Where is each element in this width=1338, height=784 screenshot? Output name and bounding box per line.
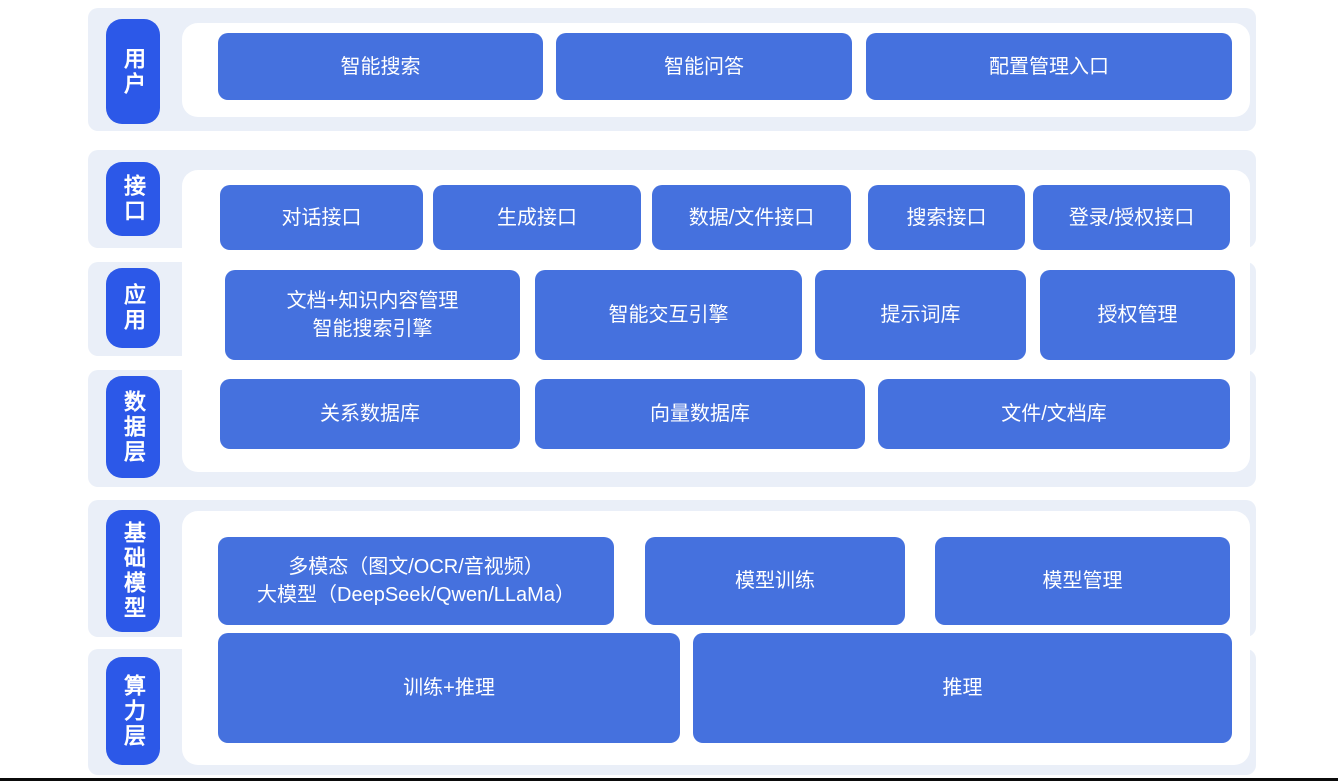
node-model-training: 模型训练 [645,537,905,625]
node-config-management-entry: 配置管理入口 [866,33,1232,100]
bottom-divider-line [0,778,1338,781]
layer-group-bottom: 基础模型 算力层 多模态（图文/OCR/音视频） 大模型（DeepSeek/Qw… [88,500,1256,775]
layer-label-user-text: 用户 [121,46,146,97]
layer-group-middle: 接口 应用 数据层 对话接口 生成接口 数据/文件接口 搜索接口 登录/授权接口… [88,150,1256,487]
layer-label-compute-text: 算力层 [121,673,146,749]
node-doc-knowledge-search-engine: 文档+知识内容管理 智能搜索引擎 [225,270,520,360]
node-file-document-store: 文件/文档库 [878,379,1230,449]
node-relational-database: 关系数据库 [220,379,520,449]
layer-label-interface-text: 接口 [121,174,146,224]
layer-label-application-text: 应用 [121,283,146,333]
node-authorization-management: 授权管理 [1040,270,1235,360]
node-model-management: 模型管理 [935,537,1230,625]
layer-label-interface: 接口 [106,162,160,236]
node-smart-search: 智能搜索 [218,33,543,100]
layer-panel-user: 智能搜索 智能问答 配置管理入口 [182,23,1250,117]
node-vector-database: 向量数据库 [535,379,865,449]
layer-label-user: 用户 [106,19,160,124]
node-data-file-interface: 数据/文件接口 [652,185,851,250]
node-login-auth-interface: 登录/授权接口 [1033,185,1230,250]
node-training-plus-inference: 训练+推理 [218,633,680,743]
node-prompt-library: 提示词库 [815,270,1026,360]
node-inference: 推理 [693,633,1232,743]
node-generation-interface: 生成接口 [433,185,641,250]
node-multimodal-large-model: 多模态（图文/OCR/音视频） 大模型（DeepSeek/Qwen/LLaMa） [218,537,614,625]
layer-label-application: 应用 [106,268,160,348]
node-dialog-interface: 对话接口 [220,185,423,250]
node-search-interface: 搜索接口 [868,185,1025,250]
layer-label-compute: 算力层 [106,657,160,765]
layer-label-foundation-model: 基础模型 [106,510,160,632]
node-smart-qa: 智能问答 [556,33,852,100]
layer-group-user: 用户 智能搜索 智能问答 配置管理入口 [88,8,1256,131]
layer-label-data: 数据层 [106,376,160,478]
layer-label-data-text: 数据层 [121,389,146,465]
node-smart-interaction-engine: 智能交互引擎 [535,270,802,360]
layer-label-foundation-model-text: 基础模型 [121,521,146,621]
